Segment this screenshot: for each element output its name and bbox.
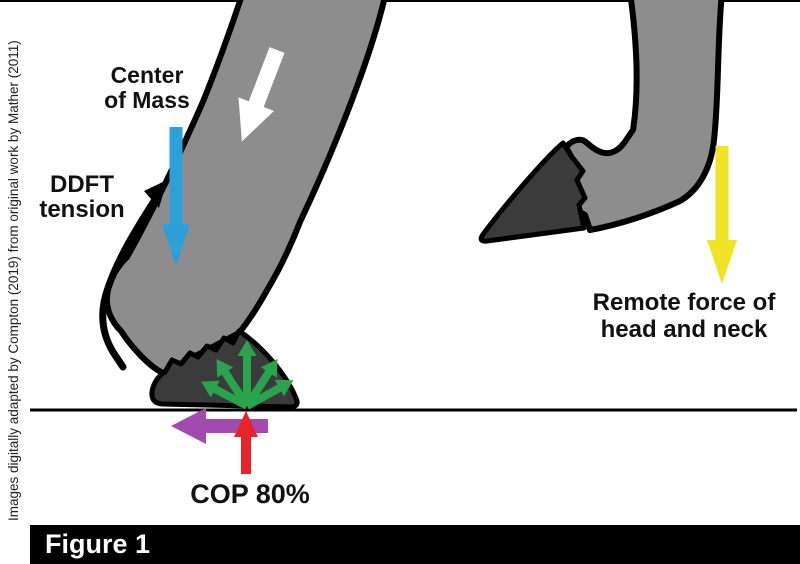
grf-arrow-center bbox=[237, 340, 257, 406]
center-of-mass-label: Center of Mass bbox=[57, 63, 237, 113]
grf-arrow-inner-left bbox=[216, 359, 251, 409]
grf-arrow-inner-right bbox=[243, 359, 278, 409]
center-of-mass-arrow bbox=[162, 127, 190, 266]
cop-label-text: COP 80% bbox=[190, 479, 310, 509]
figure-caption-bar: Figure 1 bbox=[30, 525, 800, 564]
cop-label: COP 80% bbox=[150, 479, 350, 509]
remote-force-label-line2: head and neck bbox=[600, 316, 768, 343]
grf-arrow-outer-right bbox=[245, 379, 294, 410]
ddft-tension-label: DDFT tension bbox=[2, 172, 162, 222]
right-leg-shape bbox=[563, 0, 725, 233]
ground-reaction-fan bbox=[201, 340, 294, 410]
ddft-arrowhead-icon bbox=[144, 180, 167, 208]
figure-caption: Figure 1 bbox=[45, 529, 151, 559]
ddft-tension-arrow bbox=[99, 194, 160, 371]
ddft-label-line1: DDFT bbox=[50, 171, 114, 198]
remote-force-label-line1: Remote force of bbox=[592, 289, 776, 316]
limb-load-arrow bbox=[238, 47, 285, 142]
image-credit: Images digitally adapted by Compton (201… bbox=[6, 40, 21, 521]
top-border-line bbox=[0, 0, 800, 2]
shear-arrow bbox=[171, 408, 268, 444]
center-of-mass-label-line1: Center bbox=[110, 62, 184, 88]
ddft-label-line2: tension bbox=[39, 196, 125, 223]
left-leg-shape bbox=[103, 0, 388, 376]
cop-arrow bbox=[234, 411, 258, 474]
grf-arrow-outer-left bbox=[201, 380, 249, 410]
remote-force-arrow bbox=[707, 146, 737, 284]
right-hoof-shape bbox=[478, 140, 588, 244]
remote-force-label: Remote force of head and neck bbox=[554, 289, 800, 343]
center-of-mass-label-line2: of Mass bbox=[104, 87, 190, 113]
